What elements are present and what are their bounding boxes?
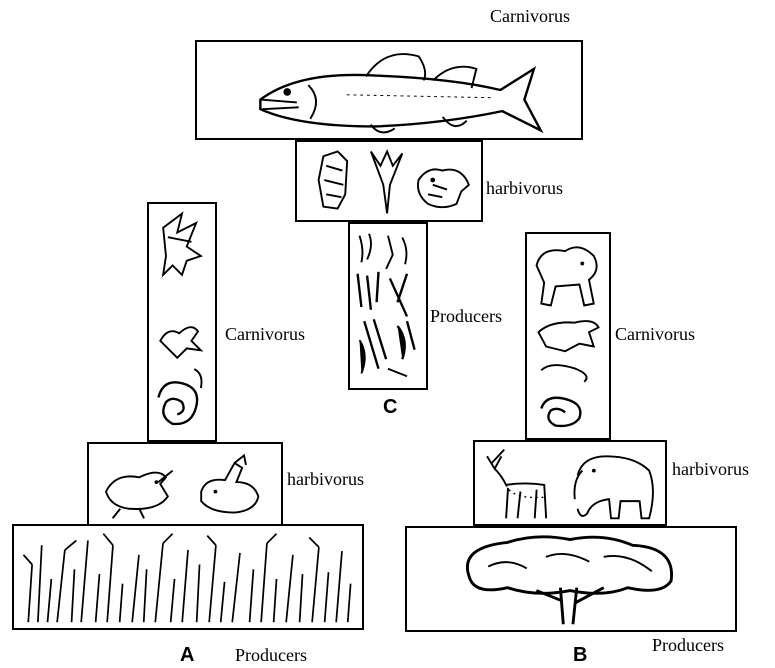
pyramid-b-letter: B bbox=[573, 644, 587, 667]
pyramid-c-producers-label: Producers bbox=[430, 306, 502, 327]
rabbit-mouse-icon bbox=[89, 444, 281, 524]
pyramid-a-herbivore-box bbox=[87, 442, 283, 526]
insects-icon bbox=[297, 142, 481, 220]
pyramid-a-carnivores-label: Carnivorus bbox=[225, 324, 305, 345]
pyramid-a-carnivore-box bbox=[147, 202, 217, 442]
pyramid-c-producer-box bbox=[348, 222, 428, 390]
pyramid-b-herbivore-box bbox=[473, 440, 667, 526]
phytoplankton-icon bbox=[350, 224, 426, 388]
hawk-snake-lizard-icon bbox=[149, 204, 215, 440]
pyramid-b-producers-label: Producers bbox=[652, 635, 724, 656]
lion-fox-snake-icon bbox=[527, 234, 609, 438]
pyramid-c-carnivore-box bbox=[195, 40, 583, 140]
pyramid-c-letter: C bbox=[383, 396, 397, 419]
pyramid-a-producers-label: Producers bbox=[235, 645, 307, 666]
pyramid-a-herbivores-label: harbivorus bbox=[287, 469, 364, 490]
pyramid-b-carnivore-box bbox=[525, 232, 611, 440]
pyramid-b-carnivores-label: Carnivorus bbox=[615, 324, 695, 345]
pyramid-c-herbivore-box bbox=[295, 140, 483, 222]
pyramid-b-herbivores-label: harbivorus bbox=[672, 459, 749, 480]
pyramid-b-producer-box bbox=[405, 526, 737, 632]
pyramid-c-herbivores-label: harbivorus bbox=[486, 178, 563, 199]
deer-elephant-icon bbox=[475, 442, 665, 524]
fish-icon bbox=[197, 42, 581, 138]
pyramid-c-carnivores-label: Carnivorus bbox=[490, 6, 570, 27]
grass-icon bbox=[14, 526, 362, 628]
tree-icon bbox=[407, 528, 735, 630]
pyramid-a-producer-box bbox=[12, 524, 364, 630]
pyramid-a-letter: A bbox=[180, 644, 194, 667]
